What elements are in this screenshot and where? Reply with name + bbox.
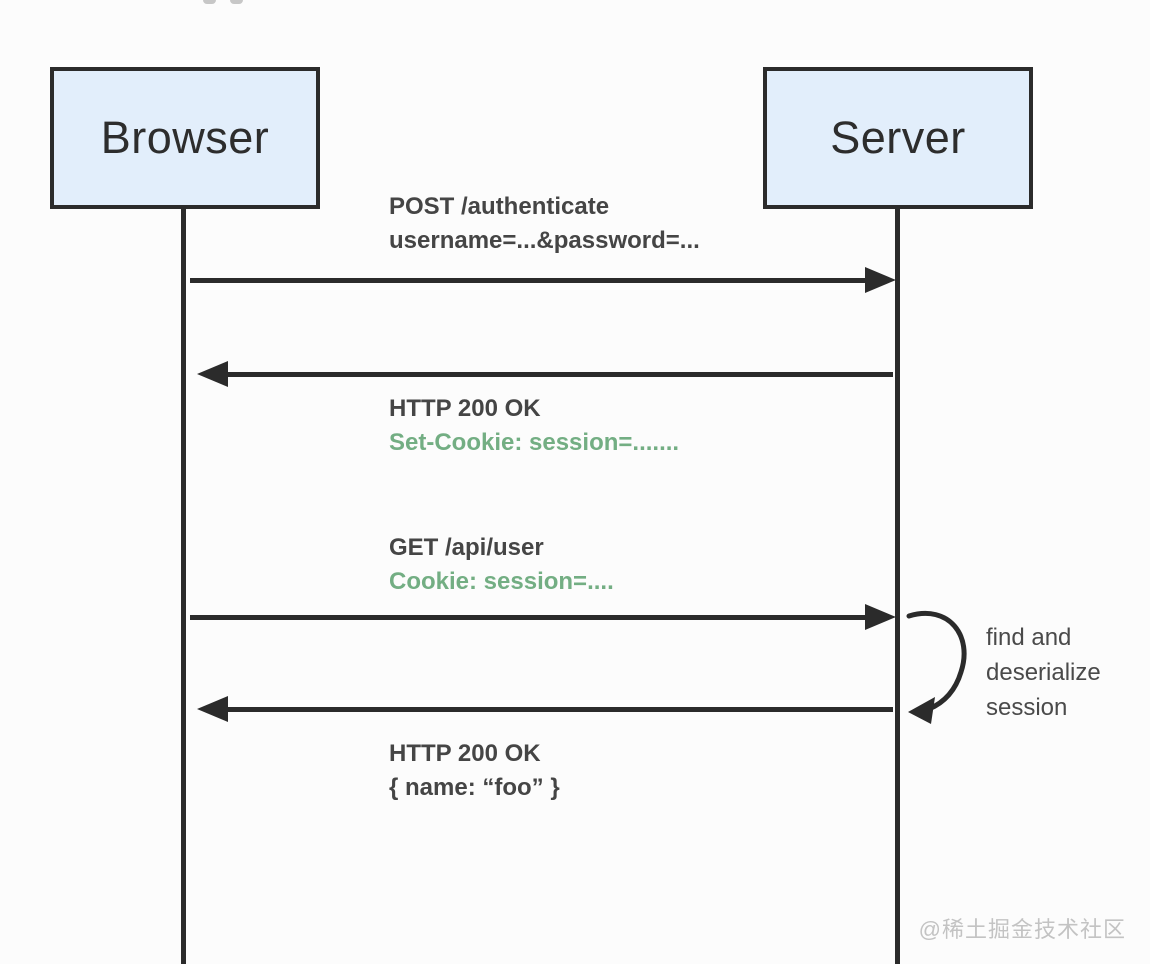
note-line: deserialize: [986, 659, 1101, 686]
message-line-json-body: { name: “foo” }: [389, 774, 560, 801]
message-arrow-get-api-user: [190, 604, 896, 630]
message-arrow-http200-setcookie: [197, 361, 893, 387]
message-label-http200-setcookie: HTTP 200 OK Set-Cookie: session=.......: [389, 392, 679, 460]
actor-box-browser: Browser: [50, 67, 320, 209]
arrowhead-loop-icon: [908, 697, 935, 724]
cropped-glyph: [203, 0, 216, 4]
cropped-text-fragment: [203, 0, 247, 6]
message-line-cookie: Cookie: session=....: [389, 568, 614, 595]
arrowhead-right-icon: [865, 604, 896, 630]
message-line: username=...&password=...: [389, 227, 700, 254]
actor-label-browser: Browser: [100, 112, 270, 163]
cropped-glyph: [230, 0, 243, 4]
arrowhead-left-icon: [197, 696, 228, 722]
actor-label-server: Server: [830, 112, 966, 163]
message-arrow-post-authenticate: [190, 267, 896, 293]
arrow-shaft: [190, 278, 872, 283]
note-find-deserialize-session: find and deserialize session: [986, 620, 1101, 725]
message-line: GET /api/user: [389, 534, 544, 561]
message-line: HTTP 200 OK: [389, 395, 541, 422]
watermark: @稀土掘金技术社区: [918, 917, 1126, 942]
message-line: HTTP 200 OK: [389, 740, 541, 767]
message-line: POST /authenticate: [389, 193, 610, 220]
self-loop-arrow: [906, 611, 967, 724]
arrow-shaft: [221, 707, 893, 712]
message-line-set-cookie: Set-Cookie: session=.......: [389, 429, 680, 456]
arrowhead-right-icon: [865, 267, 896, 293]
message-label-get-api-user: GET /api/user Cookie: session=....: [389, 531, 614, 599]
message-label-post-authenticate: POST /authenticate username=...&password…: [389, 190, 700, 258]
note-line: session: [986, 694, 1068, 721]
message-label-http200-body: HTTP 200 OK { name: “foo” }: [389, 737, 560, 805]
browser-lifeline: [181, 208, 186, 964]
arrow-shaft: [190, 615, 872, 620]
message-arrow-http200-body: [197, 696, 893, 722]
actor-box-server: Server: [763, 67, 1033, 209]
arrow-shaft: [221, 372, 893, 377]
arrowhead-left-icon: [197, 361, 228, 387]
note-line: find and: [986, 624, 1072, 651]
server-lifeline: [895, 208, 900, 964]
